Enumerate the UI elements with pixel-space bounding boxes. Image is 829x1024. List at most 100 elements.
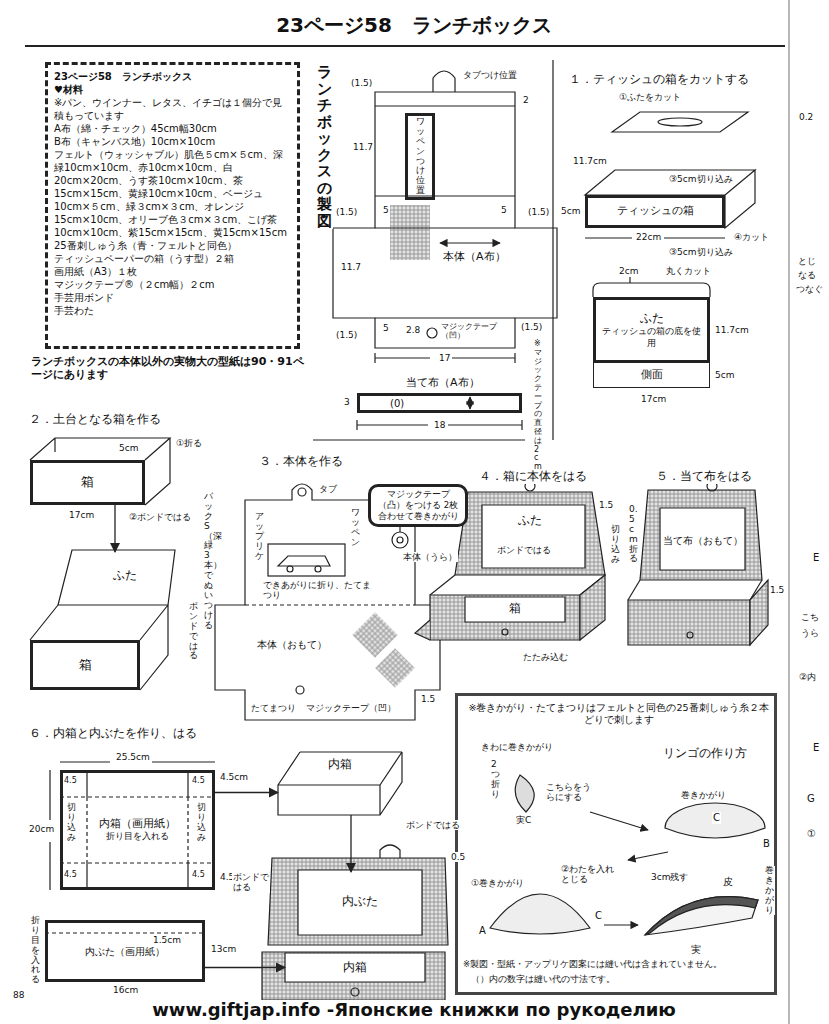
annotation: 折り目を入れる: [30, 916, 41, 985]
annotation: ランチボックスの本体以外の実物大の型紙は90・91ページにあります: [30, 356, 312, 381]
open-box: [30, 438, 170, 505]
inner-box: 内箱: [278, 752, 402, 815]
node-text: 本体（おもて）: [257, 638, 327, 651]
apple-piece: [665, 803, 765, 838]
apple-half: [490, 894, 590, 934]
step-arrow: [604, 924, 638, 925]
node-text: ふた: [518, 513, 542, 529]
apple-skin: [645, 897, 758, 935]
lid-lining: [660, 508, 745, 570]
open-box: [30, 605, 168, 690]
annotation: 0.5: [450, 852, 466, 862]
node-text: リンゴの作り方: [663, 746, 747, 762]
box-lid-face: ふた: [495, 508, 565, 534]
patch-outline: [268, 544, 345, 576]
open-box: [430, 575, 605, 595]
footnote: ※製図・型紙・アップリケ図案には縫い代は含まれていません。: [462, 960, 723, 970]
body-panel: 本体（おもて）: [245, 610, 415, 685]
annotation: たてまつり: [250, 703, 297, 713]
step-arrow: [205, 967, 285, 968]
annotation: 巻きかがり: [764, 866, 775, 915]
annotation: 丸くカット: [665, 266, 712, 276]
annotation: (1.5): [335, 207, 358, 217]
node-text: ふた: [113, 568, 137, 584]
step-heading: ２．土台となる箱を作る: [28, 413, 162, 427]
section-frame: [313, 60, 553, 440]
annotation: ②わたを入れとじる: [560, 864, 617, 885]
fold-line: [245, 604, 415, 605]
node-text: フェルト（ウォッシャブル）肌色５cm×５cm、深緑10cm×10cm、赤10cm…: [54, 148, 291, 239]
box-face: 箱: [30, 640, 140, 690]
node-text: 内箱: [328, 757, 352, 773]
node-text: ♥材料: [54, 83, 83, 96]
pattern-piece: 内ぶた（画用紙）: [45, 920, 205, 982]
node-text: 内ぶた: [342, 894, 378, 910]
velcro-dot: [427, 328, 437, 338]
annotation: C: [712, 812, 721, 824]
annotation: ②内: [798, 672, 817, 682]
annotation: 皮: [722, 876, 734, 888]
annotation: アップリケ: [254, 512, 265, 561]
annotation: きわに巻きかがり: [480, 742, 554, 752]
annotation: 0.2: [798, 112, 814, 122]
annotation: 1.5: [420, 694, 436, 704]
annotation: とじ: [797, 256, 817, 266]
annotation: 2cm: [618, 266, 639, 276]
fold-lines: [60, 797, 215, 863]
step-heading: ６．内箱と内ぶたを作り、はる: [28, 727, 198, 741]
annotation: 3: [343, 397, 351, 407]
header-rule: [25, 45, 785, 47]
dimension-line: [375, 353, 515, 363]
apple-panel: ※巻きかがり・たてまつりはフェルトと同色の25番刺しゅう糸２本どりで刺しますリン…: [455, 693, 777, 995]
box-lid: [640, 490, 762, 580]
box-lid: [268, 858, 448, 945]
tissue-box: [585, 170, 755, 228]
annotation: 本体（うら）: [402, 552, 458, 562]
grain-arrow: [469, 397, 470, 409]
annotation: こち: [800, 612, 820, 622]
node-text: マジックテープ（凸）をつける 2枚合わせて巻きかがり: [375, 489, 461, 522]
annotation: 5cm: [118, 443, 139, 453]
section-heading: ランチボックスの製図: [316, 64, 333, 229]
annotation: ①ふたをカット: [618, 92, 682, 102]
page-title: 23ページ58 ランチボックス: [275, 14, 553, 37]
pattern-fold-lines: [375, 106, 515, 318]
node-text: ティッシュの箱の底を使用: [599, 326, 704, 349]
node-text: 内箱（画用紙）: [99, 817, 176, 831]
lid-piece: ふたティッシュの箱の底を使用: [593, 297, 710, 363]
node-text: 本体（A布）: [443, 250, 506, 264]
node-text: 手芸用ボンド: [54, 291, 114, 304]
patch-car: [278, 556, 330, 566]
annotation: 2つ折り: [490, 760, 501, 800]
annotation: タブ: [318, 484, 338, 494]
annotation: A: [478, 925, 487, 937]
box-face: ティッシュの箱: [585, 195, 725, 228]
step-arrow: [628, 852, 668, 860]
annotation: G: [806, 793, 816, 805]
annotation: 11.7cm: [714, 325, 750, 335]
node-text: ティッシュペーパーの箱（うす型）２箱: [54, 252, 234, 265]
annotation: ①巻きかがり: [470, 878, 525, 888]
callout-bubble: マジックテープ（凸）をつける 2枚合わせて巻きかがり: [368, 484, 468, 527]
callout-tail: [399, 527, 400, 532]
velcro-detail: [397, 537, 403, 543]
annotation: 20cm: [28, 824, 55, 834]
box-inner: [465, 597, 565, 622]
velcro-dot: [351, 988, 359, 996]
lining-face: 当て布（おもて）: [658, 524, 748, 556]
annotation: 4.5: [191, 870, 206, 879]
annotation: こちらをうらにする: [545, 782, 595, 803]
box-face: 箱: [30, 460, 145, 505]
tab-loop: [380, 845, 400, 858]
inner-box: [278, 752, 402, 815]
annotation: 0.5cm折る: [628, 505, 639, 564]
step-heading: ５．当て布をはる: [655, 470, 753, 484]
velcro-dot: [296, 686, 304, 694]
annotation: 4.5: [63, 776, 78, 785]
annotation: ①折る: [175, 438, 203, 448]
step-heading: ４．箱に本体をはる: [478, 470, 588, 484]
box-lid-face: ふた: [85, 552, 165, 600]
node-text: (0): [390, 397, 404, 410]
annotation: できあがりに折り、たてまつり: [262, 580, 374, 601]
velcro-dot: [687, 632, 693, 638]
